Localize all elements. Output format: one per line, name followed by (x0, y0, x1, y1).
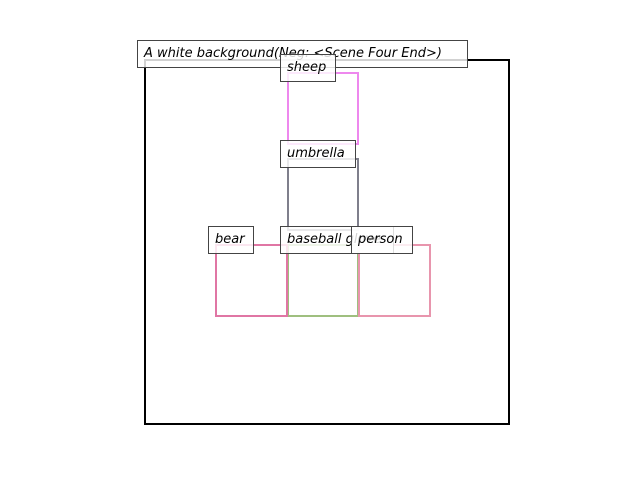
bear-bbox (215, 244, 288, 317)
sheep-bbox (287, 72, 359, 145)
sheep-label: sheep (280, 54, 336, 82)
baseball-glove-bbox (287, 244, 359, 317)
bear-label: bear (208, 226, 254, 254)
umbrella-bbox (287, 158, 359, 231)
umbrella-label: umbrella (280, 140, 356, 168)
person-label: person (351, 226, 413, 254)
person-bbox (358, 244, 431, 317)
